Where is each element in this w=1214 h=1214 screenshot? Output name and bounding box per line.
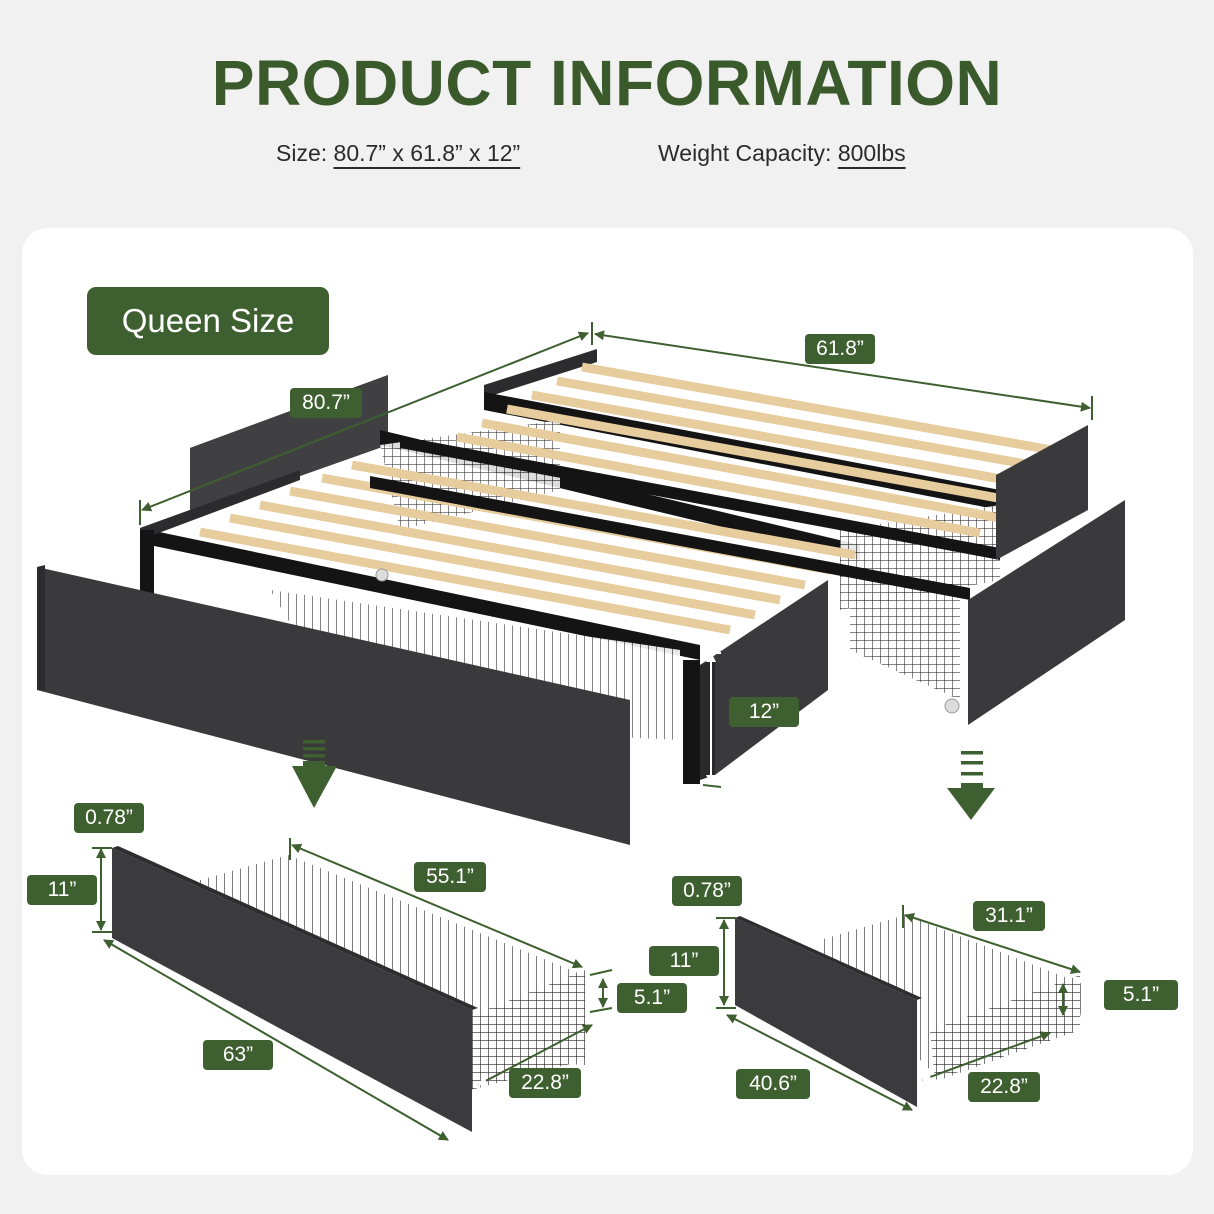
small-drawer-thickness-tag: 0.78” — [672, 876, 742, 906]
large-drawer-depth-tag: 22.8” — [509, 1068, 581, 1098]
front-drawer-panel — [37, 567, 630, 845]
bed-width-tag: 61.8” — [805, 334, 875, 364]
queen-size-badge: Queen Size — [87, 287, 329, 355]
bed-height-tag: 12” — [729, 697, 799, 727]
large-drawer-basket-length-tag: 55.1” — [414, 862, 486, 892]
small-drawer-height-tag: 11” — [649, 946, 719, 976]
small-drawer-depth-tag: 22.8” — [968, 1072, 1040, 1102]
size-label: Size: — [276, 140, 328, 166]
small-drawer-basket-length-tag: 31.1” — [973, 901, 1045, 931]
weight-spec: Weight Capacity: 800lbs — [658, 140, 906, 167]
large-drawer-basket-height-tag: 5.1” — [617, 983, 687, 1013]
page-title: PRODUCT INFORMATION — [211, 47, 1003, 119]
down-arrow-icon-right — [947, 751, 995, 820]
down-arrow-icon-left — [292, 740, 337, 808]
size-spec: Size: 80.7” x 61.8” x 12” — [276, 140, 520, 167]
weight-value: 800lbs — [837, 140, 906, 166]
large-drawer-height-tag: 11” — [27, 875, 97, 905]
small-drawer-basket-height-tag: 5.1” — [1104, 980, 1178, 1010]
large-drawer-panel-length-tag: 63” — [203, 1040, 273, 1070]
large-drawer-thickness-tag: 0.78” — [74, 803, 144, 833]
weight-label: Weight Capacity: — [658, 140, 832, 166]
right-drawer-panel — [968, 500, 1125, 725]
size-value: 80.7” x 61.8” x 12” — [333, 140, 521, 166]
bed-length-tag: 80.7” — [290, 388, 362, 418]
small-drawer-panel-length-tag: 40.6” — [736, 1069, 810, 1099]
